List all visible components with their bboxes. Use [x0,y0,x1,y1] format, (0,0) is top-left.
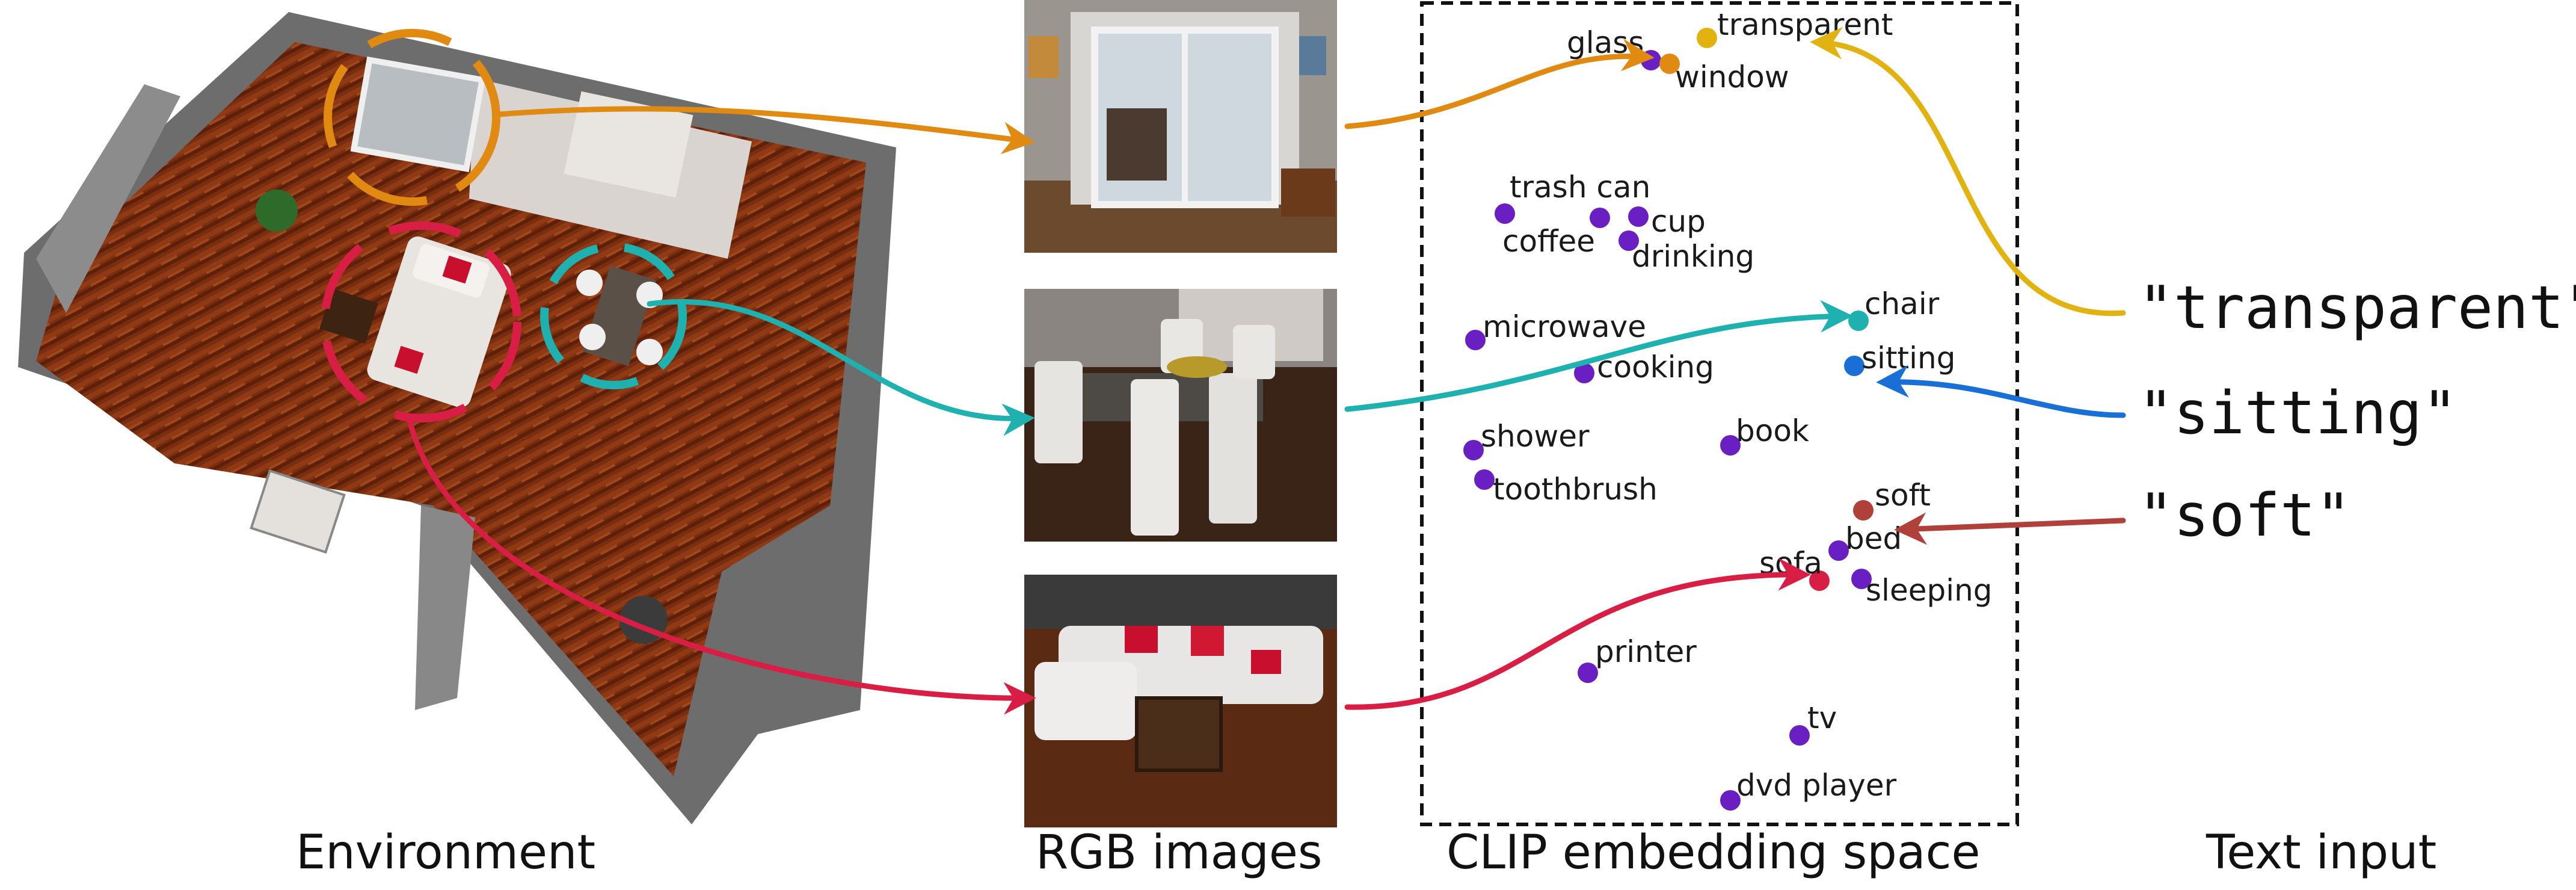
point-soft [1853,500,1874,521]
point-sofa [1809,570,1830,591]
rgb-image-window [1024,0,1337,253]
caption-environment: Environment [296,826,596,880]
label-toothbrush: toothbrush [1493,472,1658,507]
label-microwave: microwave [1483,309,1646,344]
partition-wall [415,505,475,710]
point-coffee [1628,206,1649,227]
sofa-highlight [321,221,521,422]
point-chair [1848,311,1869,331]
caption-rgb-images: RGB images [1036,826,1323,880]
point-trash-can [1495,203,1515,224]
point-cooking [1574,363,1594,383]
arrow-chair-to-image [647,299,1035,436]
kitchen-counter [564,91,693,198]
arrow-transparent-query [1810,26,2126,317]
scene-rug [250,469,346,554]
label-transparent: transparent [1717,7,1893,42]
label-sitting: sitting [1861,341,1955,375]
point-toothbrush [1474,469,1495,490]
label-book: book [1736,413,1809,448]
arrows [406,26,2126,715]
label-tv: tv [1807,700,1837,735]
label-dvd-player: dvd player [1736,768,1897,803]
point-printer [1578,663,1598,683]
window-highlight [324,29,500,206]
point-sleeping [1851,569,1872,589]
arrow-sitting-query [1876,365,2126,418]
arrow-window-to-image [496,106,1035,155]
point-window [1659,54,1680,74]
rgb-image-sofa [1024,575,1337,827]
label-drinking: drinking [1632,239,1754,274]
caption-clip-space: CLIP embedding space [1446,826,1981,880]
arrow-sofa-to-image [406,415,1036,715]
point-cup [1590,208,1610,228]
scene-plant [256,190,298,232]
rgb-image-chair [1024,289,1337,542]
label-trash-can: trash can [1510,170,1650,205]
arrow-sofa-to-embedding [1344,558,1811,710]
point-drinking [1618,230,1639,251]
scene-window [350,56,486,173]
label-coffee: coffee [1502,224,1595,259]
label-window: window [1675,60,1789,94]
label-soft: soft [1875,478,1931,513]
query-soft: "soft" [2138,481,2352,550]
clip-space-box [1420,1,2019,826]
point-book [1720,435,1741,456]
point-shower [1463,440,1484,460]
query-sitting: "sitting" [2138,379,2458,448]
label-cup: cup [1651,204,1706,239]
point-dvd-player [1720,790,1741,811]
label-printer: printer [1595,634,1697,669]
caption-text-input: Text input [2206,826,2437,880]
label-sleeping: sleeping [1866,573,1993,608]
arrow-window-to-embedding [1344,39,1655,129]
arrow-chair-to-embedding [1344,300,1853,412]
point-tv [1789,725,1810,746]
query-transparent: "transparent" [2138,274,2576,342]
point-microwave [1465,330,1486,350]
label-chair: chair [1864,286,1940,321]
point-transparent [1697,28,1717,48]
chair-highlight [540,243,687,389]
label-shower: shower [1481,419,1590,454]
environment-scene [18,12,896,824]
label-bed: bed [1845,521,1902,556]
left-wall-windows [36,84,180,313]
scene-coffee-table [319,288,378,344]
scene-sofa [367,236,511,408]
point-bed [1828,540,1849,561]
arrow-soft-query [1894,512,2126,545]
point-sitting [1844,356,1864,376]
